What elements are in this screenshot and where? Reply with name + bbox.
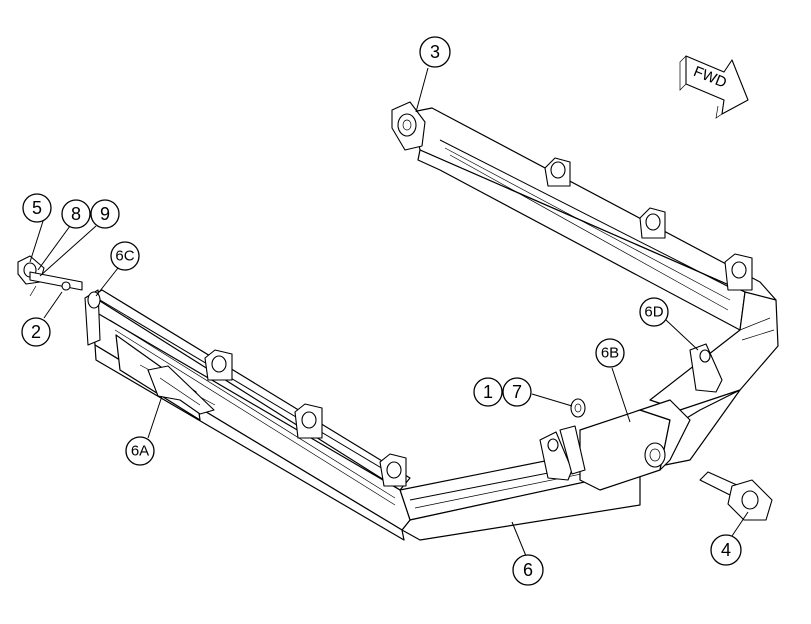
callout-6-label: 6 [523,560,533,580]
callout-6: 6 [512,554,544,586]
callout-6B: 6B [595,338,625,368]
callout-9: 9 [90,199,120,229]
front-pin-assembly [17,255,83,297]
callout-8-label: 8 [71,204,81,224]
callout-1: 1 [473,377,503,407]
callout-6D-label: 6D [644,304,663,321]
callout-6C: 6C [110,241,140,271]
callout-5: 5 [22,193,52,223]
callout-1-label: 1 [483,382,493,402]
callout-5-label: 5 [32,198,42,218]
right-arm-brackets [544,157,753,291]
callout-6A-label: 6A [131,443,149,460]
callout-3-label: 3 [430,42,440,62]
leader-lines [29,67,749,557]
fwd-direction-arrow: FWD [679,55,749,119]
left-arm-brackets [204,349,407,487]
main-frame [84,107,779,541]
callout-3: 3 [419,36,451,68]
callout-6D: 6D [639,297,669,327]
callout-2: 2 [21,317,51,347]
callout-6B-label: 6B [601,345,619,362]
side-plate-part-6A [147,365,215,415]
tow-eye-part-4 [699,471,773,521]
callout-6A: 6A [125,436,155,466]
washer-part-1-7 [570,398,586,418]
callout-6C-label: 6C [115,248,134,265]
callout-7: 7 [502,377,532,407]
rear-clevis-part-3 [391,101,426,151]
callout-2-label: 2 [31,322,41,342]
upright-lugs [539,343,723,481]
callout-7-label: 7 [512,382,522,402]
callout-9-label: 9 [100,204,110,224]
callout-4-label: 4 [721,540,731,560]
callout-8: 8 [61,199,91,229]
callout-4: 4 [710,534,742,566]
